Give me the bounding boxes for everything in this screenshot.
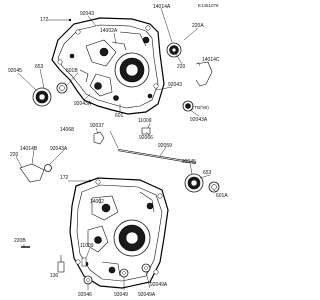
label-92043a-left: 92043A — [50, 146, 68, 152]
washer-92049a — [141, 263, 151, 273]
label-92059: 92059 — [158, 143, 172, 149]
label-11009-bottom: 11009 — [80, 243, 94, 249]
label-172-top: 172 — [40, 17, 49, 23]
label-92049a-2: 92049A — [150, 282, 168, 288]
label-92045-right: 92045 — [182, 159, 196, 165]
small-bearing-right — [182, 100, 194, 112]
fitting-92037 — [93, 131, 105, 145]
label-14014a: 14014A — [153, 4, 171, 10]
bracket-14014b — [19, 163, 45, 183]
bolt-172-top — [48, 18, 72, 22]
ring-92043a-left — [44, 164, 52, 172]
crankcase-exploded-diagram: E1451078 — [8, 3, 229, 298]
shaft-92059 — [117, 149, 197, 164]
label-172-bottom: 172 — [60, 175, 69, 181]
label-653-bottom: 653 — [203, 170, 212, 176]
label-14014c: 14014C — [202, 57, 220, 63]
label-653-top: 653 — [35, 64, 44, 70]
label-92066: 92066 — [139, 135, 153, 141]
bearing-lower-right — [184, 173, 204, 193]
dowel-11009-bottom — [81, 257, 87, 267]
bracket-14014c — [195, 61, 213, 87]
leader-lines — [15, 7, 217, 290]
label-92043-top: 92043 — [80, 11, 94, 17]
label-92037: 92037 — [90, 123, 104, 129]
diagram-canvas: E1451078 — [8, 3, 228, 298]
washer-92049 — [119, 268, 129, 278]
label-92043a-right: 92043A — [190, 117, 208, 123]
label-14002: 14002 — [90, 199, 104, 205]
label-14068: 14068 — [60, 127, 74, 133]
reference-code: E1451078 — [198, 3, 219, 8]
label-220a: 220A — [192, 23, 204, 29]
bearing-left — [32, 87, 52, 107]
label-601b: 601B — [66, 68, 78, 74]
label-92046: 92046 — [78, 292, 92, 298]
lower-crankcase-half — [69, 177, 169, 289]
label-130: 130 — [50, 273, 59, 279]
oil-seal-601b — [56, 82, 68, 94]
label-11009-mid: 11009 — [138, 118, 152, 124]
washer-92046 — [83, 275, 93, 285]
bolt-172-bottom — [68, 179, 92, 183]
upper-crankcase-half — [51, 17, 165, 115]
label-92043a: 92043A — [74, 101, 92, 107]
label-220-mid: 220 — [177, 64, 186, 70]
label-14002a: 14002A — [100, 28, 118, 34]
label-601: 601 — [115, 113, 124, 119]
label-92049a: 92049A — [138, 292, 156, 298]
label-220b: 220B — [14, 238, 26, 244]
label-92043-mid: 92043 — [168, 82, 182, 88]
label-92049: 92049 — [114, 292, 128, 298]
label-601a: 601A — [216, 193, 228, 199]
label-14014b: 14014B — [20, 146, 38, 152]
washer-92066 — [141, 127, 151, 135]
oil-seal-601a — [208, 181, 220, 193]
label-92045-left: 92045 — [8, 68, 22, 74]
bearing-top-right — [166, 42, 182, 58]
dowel-130 — [57, 261, 65, 273]
note-tb90: ('TB/'90) — [192, 105, 209, 110]
label-220-left: 220 — [10, 152, 19, 158]
